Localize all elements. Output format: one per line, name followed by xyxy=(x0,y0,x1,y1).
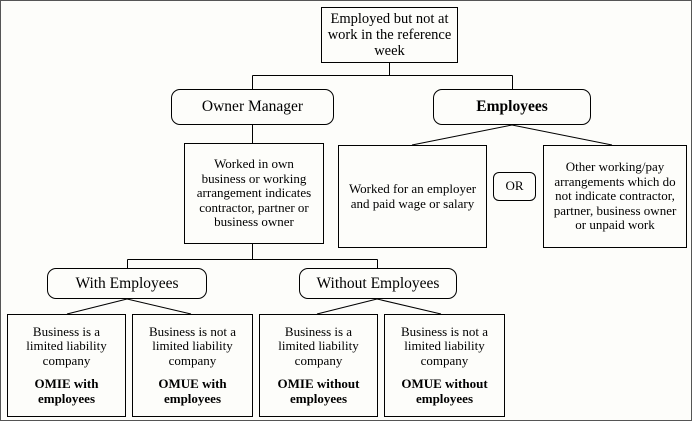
node-with-employees-label: With Employees xyxy=(75,274,179,292)
node-omie-with-outcome: OMIE with employees xyxy=(34,376,99,406)
connector-employees-to-criteria-b xyxy=(511,124,613,146)
node-root-label: Employed but not at work in the referenc… xyxy=(327,10,452,60)
node-or-label: OR xyxy=(505,178,524,194)
node-or-connector[interactable]: OR xyxy=(493,172,536,201)
node-omie-with[interactable]: Business is a limited liability company … xyxy=(7,314,126,417)
node-without-employees-label: Without Employees xyxy=(316,274,440,292)
node-root[interactable]: Employed but not at work in the referenc… xyxy=(321,7,458,63)
node-omue-with[interactable]: Business is not a limited liability comp… xyxy=(132,314,253,417)
node-owner-criteria-label: Worked in own business or working arrang… xyxy=(196,156,312,230)
node-omue-without-outcome: OMUE without employees xyxy=(401,376,488,406)
node-omue-with-outcome: OMUE with employees xyxy=(158,376,227,406)
connector-without-to-omie xyxy=(316,298,378,315)
node-employee-criteria-b-label: Other working/pay arrangements which do … xyxy=(553,159,677,233)
node-employee-criteria-a[interactable]: Worked for an employer and paid wage or … xyxy=(338,145,487,248)
node-owner-criteria[interactable]: Worked in own business or working arrang… xyxy=(184,143,324,244)
node-omie-without[interactable]: Business is a limited liability company … xyxy=(259,314,378,417)
connector-employees-to-criteria-a xyxy=(411,124,513,146)
node-with-employees[interactable]: With Employees xyxy=(47,268,207,299)
node-omue-with-condition: Business is not a limited liability comp… xyxy=(148,323,237,368)
node-employees-label: Employees xyxy=(476,98,548,116)
node-omie-without-outcome: OMIE without employees xyxy=(277,376,360,406)
node-owner-manager-label: Owner Manager xyxy=(201,98,304,116)
connector-with-to-omie xyxy=(66,298,128,315)
node-employees[interactable]: Employees xyxy=(433,89,591,125)
node-employee-criteria-b[interactable]: Other working/pay arrangements which do … xyxy=(543,145,687,248)
connector-without-to-omue xyxy=(376,298,442,315)
connector-with-to-omue xyxy=(126,298,192,315)
node-omie-with-condition: Business is a limited liability company xyxy=(26,323,107,368)
node-omue-without[interactable]: Business is not a limited liability comp… xyxy=(384,314,505,417)
node-omie-without-condition: Business is a limited liability company xyxy=(278,323,359,368)
node-without-employees[interactable]: Without Employees xyxy=(299,268,457,299)
node-employee-criteria-a-label: Worked for an employer and paid wage or … xyxy=(348,180,477,211)
node-omue-without-condition: Business is not a limited liability comp… xyxy=(400,323,489,368)
node-owner-manager[interactable]: Owner Manager xyxy=(171,89,334,125)
